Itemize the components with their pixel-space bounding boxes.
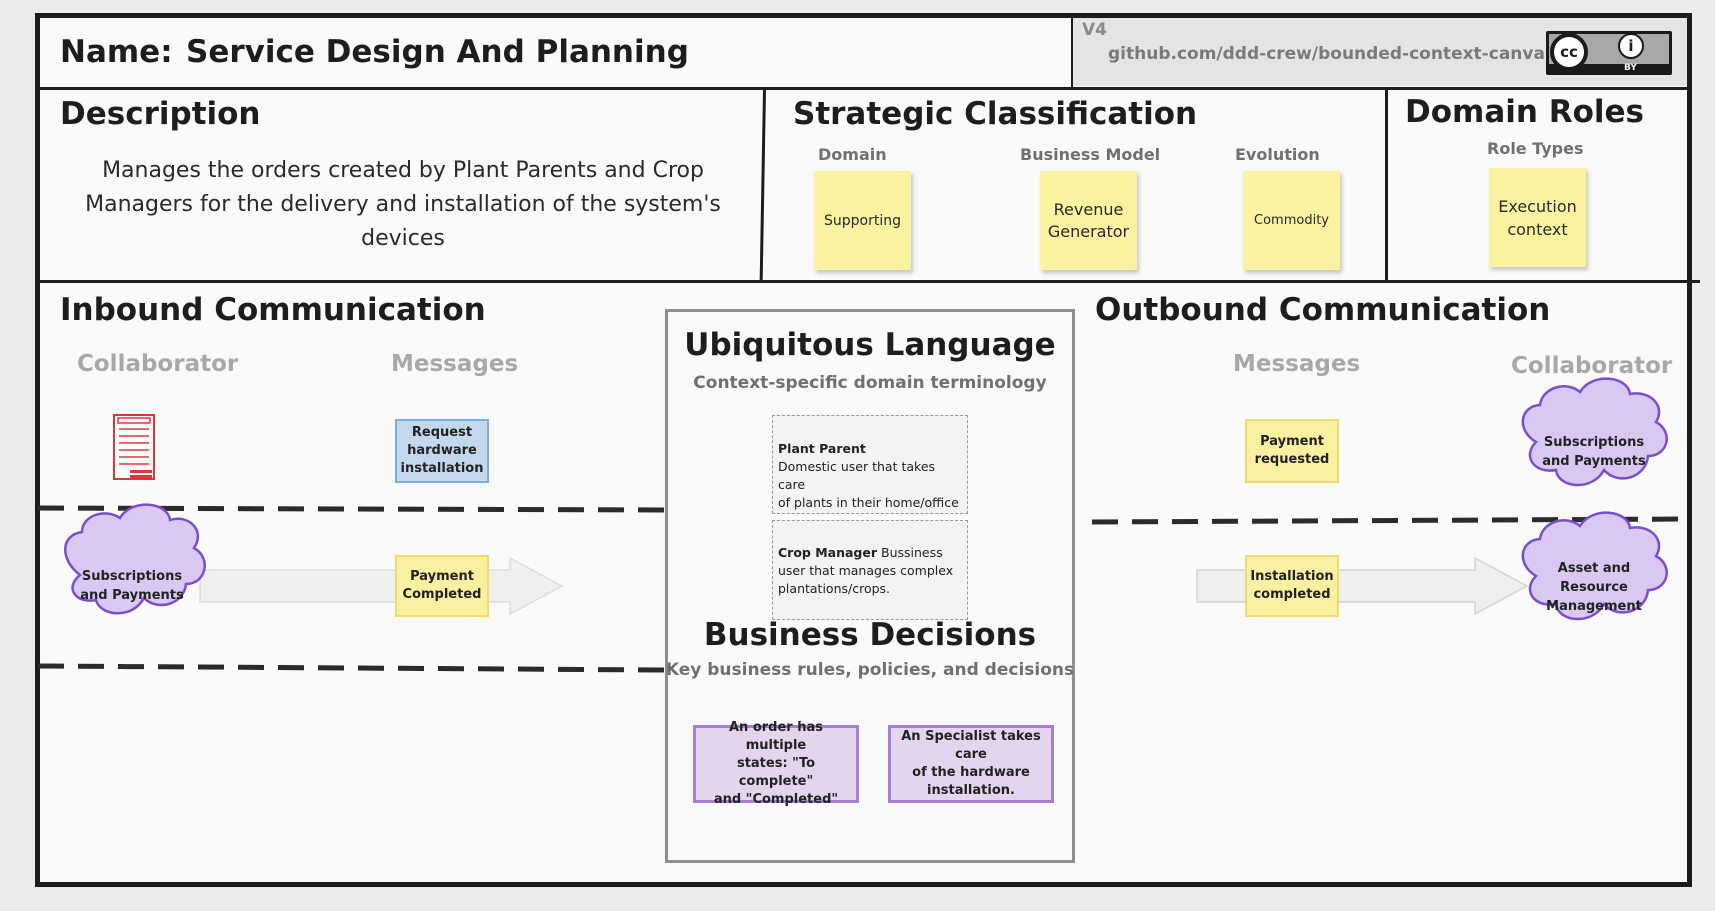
outbound-message-payment-requested[interactable]: Payment requested bbox=[1245, 419, 1339, 483]
attribution-icon: i bbox=[1618, 33, 1644, 59]
inbound-message-request-hardware-installation[interactable]: Request hardware installation bbox=[395, 419, 489, 483]
business-decision-specialist-installation[interactable]: An Specialist takes care of the hardware… bbox=[888, 725, 1054, 803]
header-vertical-divider bbox=[1071, 18, 1073, 88]
header-divider bbox=[40, 87, 1692, 90]
business-decisions-title: Business Decisions bbox=[703, 617, 1037, 653]
ubiquitous-language-subtitle: Context-specific domain terminology bbox=[693, 373, 1047, 393]
server-icon bbox=[113, 414, 155, 480]
outbound-message-installation-completed[interactable]: Installation completed bbox=[1245, 555, 1339, 617]
role-types-label: Role Types bbox=[1487, 139, 1584, 158]
ubiquitous-language-title: Ubiquitous Language bbox=[684, 327, 1056, 363]
outbound-communication-title: Outbound Communication bbox=[1095, 292, 1551, 328]
inbound-collaborator-subscriptions-and-payments[interactable]: Subscriptions and Payments bbox=[80, 569, 184, 603]
business-model-label: Business Model bbox=[1020, 145, 1161, 164]
inbound-lane-divider-bottom bbox=[37, 663, 666, 673]
creative-commons-icon: cc bbox=[1550, 33, 1588, 71]
context-name[interactable]: Service Design And Planning bbox=[186, 34, 689, 70]
description-text[interactable]: Manages the orders created by Plant Pare… bbox=[85, 158, 721, 251]
top-section-divider bbox=[40, 280, 1700, 283]
evolution-sticky[interactable]: Commodity bbox=[1243, 171, 1340, 270]
by-label: BY bbox=[1624, 63, 1637, 73]
term-title: Plant Parent bbox=[778, 441, 866, 456]
cloud-shape-outbound-1 bbox=[1521, 377, 1668, 487]
outbound-messages-label: Messages bbox=[1233, 351, 1361, 377]
domain-sticky[interactable]: Supporting bbox=[814, 171, 911, 270]
inbound-collaborator-label: Collaborator bbox=[77, 351, 239, 377]
inbound-messages-label: Messages bbox=[391, 351, 519, 377]
outbound-collaborator-subscriptions-and-payments[interactable]: Subscriptions and Payments bbox=[1542, 435, 1646, 469]
domain-roles-title: Domain Roles bbox=[1405, 94, 1645, 130]
version-label: V4 bbox=[1082, 20, 1107, 40]
inbound-communication-title: Inbound Communication bbox=[60, 292, 486, 328]
inbound-arrow bbox=[199, 556, 564, 616]
term-title: Crop Manager bbox=[778, 545, 878, 560]
business-decision-order-states[interactable]: An order has multiple states: "To comple… bbox=[693, 720, 859, 807]
strategic-classification-title: Strategic Classification bbox=[793, 96, 1198, 132]
cloud-shape-inbound bbox=[64, 503, 206, 615]
outbound-collaborator-label: Collaborator bbox=[1511, 353, 1673, 379]
business-model-sticky[interactable]: Revenue Generator bbox=[1040, 171, 1137, 270]
evolution-label: Evolution bbox=[1235, 145, 1320, 164]
inbound-message-payment-completed[interactable]: Payment Completed bbox=[395, 555, 489, 617]
roles-divider bbox=[1385, 90, 1388, 280]
repo-link[interactable]: github.com/ddd-crew/bounded-context-canv… bbox=[1108, 44, 1556, 64]
term-crop-manager[interactable]: Crop Manager Bussiness user that manages… bbox=[772, 520, 968, 620]
term-plant-parent[interactable]: Plant Parent Domestic user that takes ca… bbox=[772, 415, 968, 514]
domain-role-sticky[interactable]: Execution context bbox=[1489, 168, 1586, 267]
domain-label: Domain bbox=[818, 145, 887, 164]
cloud-shape-outbound-2 bbox=[1521, 511, 1668, 621]
outbound-collaborator-asset-and-resource-management[interactable]: Asset and Resource Management bbox=[1546, 560, 1642, 614]
name-label: Name: bbox=[60, 34, 173, 70]
business-decisions-subtitle: Key business rules, policies, and decisi… bbox=[665, 660, 1075, 680]
description-title: Description bbox=[60, 96, 261, 132]
cc-by-license-badge[interactable]: cc i BY bbox=[1546, 31, 1672, 75]
